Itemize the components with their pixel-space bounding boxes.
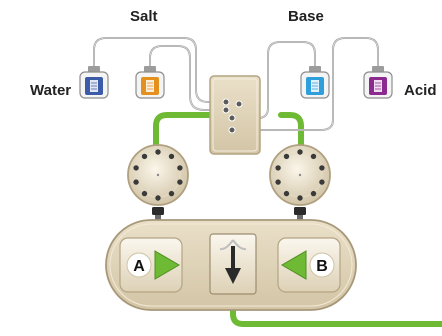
acid-bottle — [363, 66, 393, 99]
capillaries-highlight — [93, 37, 379, 131]
pump-b-button — [277, 237, 341, 293]
mixing-valve-block — [209, 75, 261, 155]
base-label: Base — [288, 8, 324, 25]
water-label: Water — [30, 82, 72, 99]
salt-label: Salt — [130, 8, 158, 25]
pump-a-button — [119, 237, 183, 293]
pump-a-letter: A — [133, 258, 145, 275]
salt-bottle — [135, 66, 165, 99]
pump-head-right — [269, 144, 331, 220]
water-bottle — [79, 66, 109, 99]
pump-head-left — [127, 144, 189, 220]
acid-label: Acid — [404, 82, 437, 99]
base-bottle — [300, 66, 330, 99]
mixer-block — [209, 233, 257, 295]
pump-b-letter: B — [316, 258, 328, 275]
